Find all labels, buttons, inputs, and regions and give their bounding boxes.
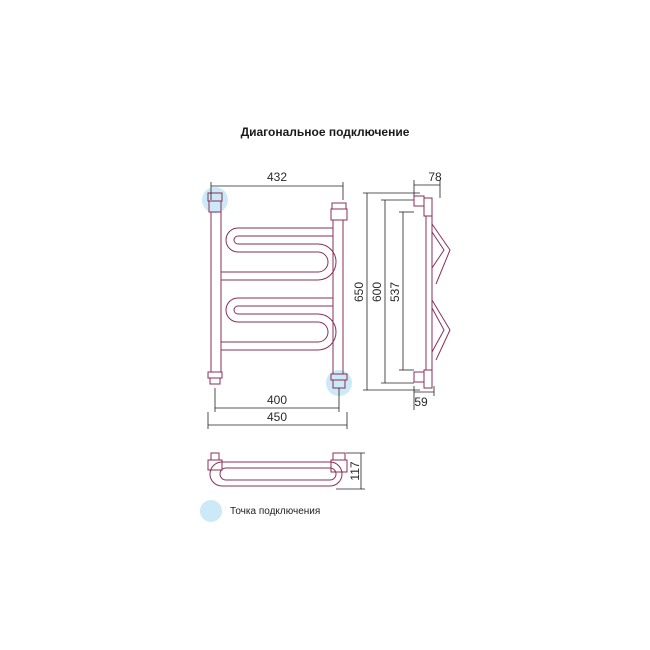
side-profile	[413, 195, 451, 389]
dim-label-650: 650	[352, 282, 366, 302]
dim-label-400: 400	[267, 393, 287, 407]
diagram-title: Диагональное подключение	[240, 125, 410, 139]
dim-label-78: 78	[428, 170, 442, 184]
right-riser	[330, 202, 348, 389]
connection-point-bottom-right	[326, 370, 352, 396]
serpentine-coil	[221, 227, 337, 351]
dim-label-59: 59	[414, 395, 428, 409]
dim-label-600: 600	[370, 282, 384, 302]
dim-label-432: 432	[267, 170, 287, 184]
front-view: 432 400 450	[202, 170, 352, 429]
dim-label-537: 537	[388, 282, 402, 302]
legend: Точка подключения	[200, 500, 320, 522]
connection-point-top-left	[202, 187, 228, 213]
dim-432	[210, 182, 344, 200]
dim-label-117: 117	[348, 461, 362, 480]
dim-450	[207, 412, 348, 429]
dim-400	[214, 388, 340, 412]
legend-label: Точка подключения	[230, 505, 321, 517]
plan-view: 117	[207, 452, 365, 490]
dim-label-450: 450	[267, 410, 287, 424]
connection-point-swatch	[200, 500, 222, 522]
side-view: 650 600 537	[352, 170, 451, 410]
left-riser	[207, 192, 223, 385]
